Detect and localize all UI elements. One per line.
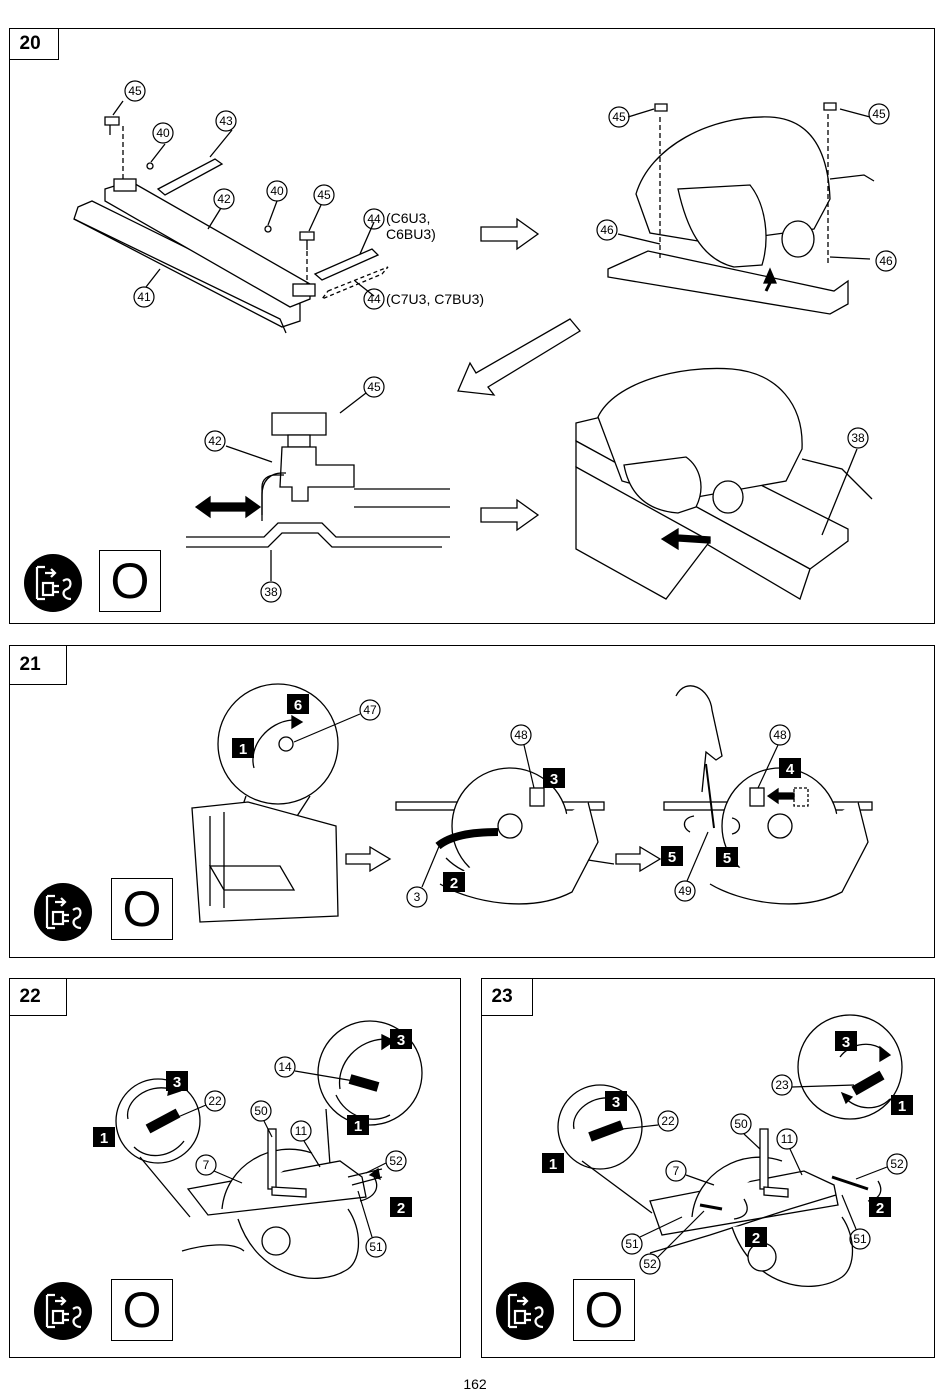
- symbol-o: O: [99, 550, 161, 612]
- callout-22: 22: [208, 1094, 222, 1108]
- step-3: 3: [173, 1074, 181, 1091]
- unplug-icon: [34, 1282, 92, 1340]
- callout-41: 41: [137, 290, 151, 304]
- callout-38: 38: [851, 431, 865, 445]
- step-3: 3: [612, 1094, 620, 1111]
- callout-38: 38: [264, 585, 278, 599]
- callout-44: 44: [367, 292, 381, 306]
- symbol-o: O: [111, 878, 173, 940]
- callout-45: 45: [872, 107, 886, 121]
- callout-11: 11: [295, 1124, 308, 1138]
- symbol-o: O: [573, 1279, 635, 1341]
- callout-42: 42: [208, 434, 222, 448]
- figure-number: 22: [8, 977, 67, 1016]
- figure-number: 21: [8, 644, 67, 685]
- step-1: 1: [549, 1156, 557, 1173]
- figure-21-illustration: 6 1 3 2 4 5 5 47: [191, 683, 873, 923]
- callout-52: 52: [389, 1154, 403, 1168]
- callout-45: 45: [317, 188, 331, 202]
- callout-51: 51: [853, 1232, 867, 1246]
- step-2: 2: [397, 1200, 405, 1217]
- model-label-c6: (C6U3, C6BU3): [386, 210, 436, 242]
- symbol-o: O: [111, 1279, 173, 1341]
- callout-43: 43: [219, 114, 233, 128]
- callout-51: 51: [625, 1237, 639, 1251]
- step-1: 1: [898, 1098, 906, 1115]
- figure-20-panel: 20: [8, 27, 935, 624]
- step-3: 3: [842, 1034, 850, 1051]
- callout-48: 48: [773, 728, 787, 742]
- callout-47: 47: [363, 703, 377, 717]
- unplug-icon: [34, 883, 92, 941]
- step-2: 2: [876, 1200, 884, 1217]
- figure-number: 23: [480, 977, 533, 1016]
- callout-40: 40: [270, 184, 284, 198]
- callout-52: 52: [643, 1257, 657, 1271]
- callout-45: 45: [367, 380, 381, 394]
- figure-23-panel: 23 3: [480, 977, 935, 1358]
- callout-49: 49: [678, 884, 692, 898]
- callout-45: 45: [612, 110, 626, 124]
- step-1: 1: [239, 741, 247, 758]
- callout-46: 46: [879, 254, 893, 268]
- callout-50: 50: [734, 1117, 748, 1131]
- callout-42: 42: [217, 192, 231, 206]
- step-3: 3: [550, 771, 558, 788]
- figure-22-illustration: 3 1 3 1 2 22: [93, 1020, 423, 1280]
- callout-23: 23: [775, 1078, 789, 1092]
- figure-22-panel: 22 3: [8, 977, 461, 1358]
- callout-7: 7: [203, 1158, 210, 1172]
- callout-3: 3: [414, 890, 421, 904]
- figure-21-panel: 21: [8, 644, 935, 958]
- page-number: 162: [463, 1376, 487, 1392]
- step-1: 1: [354, 1118, 362, 1135]
- callout-45: 45: [128, 84, 142, 98]
- callout-40: 40: [156, 126, 170, 140]
- callout-7: 7: [673, 1164, 680, 1178]
- figure-20-illustration: 45 40 43 42 40 45 44 41 44 45 45 46 46 4…: [73, 80, 897, 603]
- callout-51: 51: [369, 1240, 383, 1254]
- callout-52: 52: [890, 1157, 904, 1171]
- callout-44: 44: [367, 212, 381, 226]
- callout-48: 48: [514, 728, 528, 742]
- callout-46: 46: [600, 223, 614, 237]
- figure-number: 20: [8, 27, 59, 60]
- step-5: 5: [723, 850, 731, 867]
- callout-14: 14: [278, 1060, 292, 1074]
- step-6: 6: [294, 697, 302, 714]
- step-2: 2: [752, 1230, 760, 1247]
- figure-23-illustration: 3 1 2 2 3 1: [542, 1014, 913, 1288]
- model-label-c7: (C7U3, C7BU3): [386, 291, 485, 307]
- unplug-icon: [496, 1282, 554, 1340]
- step-1: 1: [100, 1130, 108, 1147]
- step-2: 2: [450, 875, 458, 892]
- callout-11: 11: [781, 1132, 794, 1146]
- step-4: 4: [786, 761, 795, 778]
- step-5: 5: [668, 849, 676, 866]
- step-3: 3: [397, 1032, 405, 1049]
- unplug-icon: [24, 554, 82, 612]
- callout-22: 22: [661, 1114, 675, 1128]
- callout-50: 50: [254, 1104, 268, 1118]
